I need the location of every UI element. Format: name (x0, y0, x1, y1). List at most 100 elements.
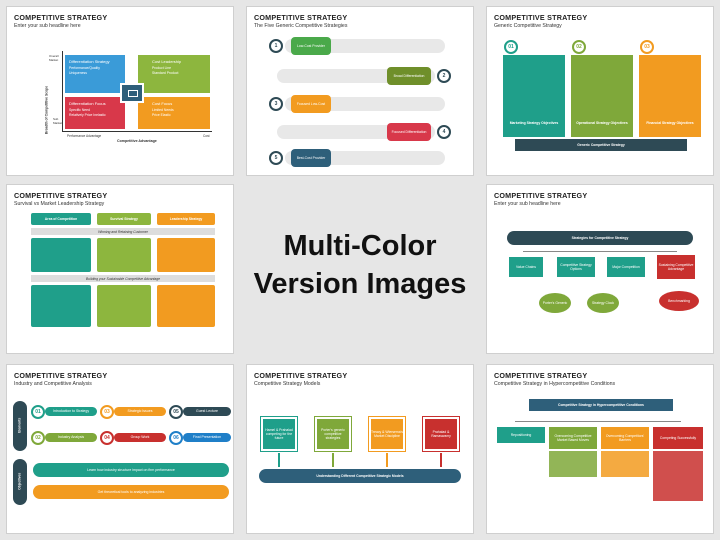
block-a1 (31, 238, 91, 272)
hyper-col-1: Repositioning (497, 427, 545, 443)
item-06-label: Final Presentation (183, 433, 231, 442)
tree-root: Strategies for Competitive Strategy (507, 231, 693, 245)
side-tab-objectives: Objectives (13, 459, 27, 505)
item-05-badge: 05 (169, 405, 183, 419)
item-02-label: Industry Analysis (45, 433, 97, 442)
column-2 (571, 55, 633, 137)
side-tab-elements: Elements (13, 401, 27, 451)
hyper-col-2-body (549, 451, 597, 477)
slide-8-thumbnail[interactable]: COMPETITIVE STRATEGY Competitive Strateg… (486, 364, 714, 534)
slide-1-thumbnail[interactable]: COMPETITIVE STRATEGY Enter your sub head… (6, 6, 234, 176)
slide-5-thumbnail[interactable]: COMPETITIVE STRATEGY Enter your sub head… (486, 184, 714, 354)
hyper-col-3: Overcoming Competitors' Barriers (601, 427, 649, 449)
item-02-badge: 02 (31, 431, 45, 445)
block-c1 (157, 238, 215, 272)
step-5-badge: 5 (269, 151, 283, 165)
tree-node-sustaining: Sustaining Competitive Advantage (657, 255, 695, 279)
slide-title: COMPETITIVE STRATEGY (494, 371, 588, 380)
slide-3-thumbnail[interactable]: COMPETITIVE STRATEGY Generic Competitive… (486, 6, 714, 176)
block-b2 (97, 285, 151, 327)
item-03-label: Strategic Issues (114, 407, 166, 416)
hyper-col-4: Competing Successfully (653, 427, 703, 449)
slide-subtitle: Enter your sub headline here (14, 23, 81, 29)
column-3 (639, 55, 701, 137)
step-1-badge: 1 (269, 39, 283, 53)
block-b1 (97, 238, 151, 272)
model-box-3: Treacy & Wiersema's Market Discipline (369, 417, 405, 451)
tree-node-major-competition: Major Competition (607, 257, 645, 277)
column-1 (503, 55, 565, 137)
x-left-label: Performance Advantage (67, 134, 102, 138)
row-2-label: Broad Differentiation (387, 67, 431, 85)
slide-2-thumbnail[interactable]: COMPETITIVE STRATEGY The Five Generic Co… (246, 6, 474, 176)
row-3-label: Focused Low-Cost (291, 95, 331, 113)
slide-4-thumbnail[interactable]: COMPETITIVE STRATEGY Survival vs Market … (6, 184, 234, 354)
quadrant-cost-leadership: Cost Leadership Product Line Standard Pr… (138, 55, 210, 93)
slide-title: COMPETITIVE STRATEGY (14, 191, 108, 200)
head-leadership: Leadership Strategy (157, 213, 215, 225)
tree-node-benchmarking: Benchmarking (659, 291, 699, 311)
slide-7-thumbnail[interactable]: COMPETITIVE STRATEGY Competitive Strateg… (246, 364, 474, 534)
models-base-bar: Understanding Different Competitive Stra… (259, 469, 461, 483)
column-2-footer: Operational Strategy Objectives (576, 121, 628, 125)
item-01-label: Introduction to Strategy (45, 407, 97, 416)
slide-subtitle: The Five Generic Competitive Strategies (254, 23, 348, 29)
step-2-badge: 2 (437, 69, 451, 83)
slide-subtitle: Generic Competitive Strategy (494, 23, 562, 29)
y-bottom-label: Sub Market (53, 117, 63, 126)
row-1-label: Low-Cost Provider (291, 37, 331, 55)
band-2: Building your Sustainable Competitive Ad… (31, 275, 215, 282)
center-heading-line-2: Version Images (253, 267, 467, 300)
column-1-badge: 01 (504, 40, 518, 54)
block-c2 (157, 285, 215, 327)
column-3-badge: 03 (640, 40, 654, 54)
item-03-badge: 03 (100, 405, 114, 419)
tree-node-options: Competitive Strategy Options (557, 257, 595, 277)
model-box-1: Hamel & Prahalad competing for the futur… (261, 417, 297, 451)
column-3-footer: Financial Strategy Objectives (646, 121, 694, 125)
slide-title: COMPETITIVE STRATEGY (494, 13, 588, 22)
slide-title: COMPETITIVE STRATEGY (14, 371, 108, 380)
slide-title: COMPETITIVE STRATEGY (14, 13, 108, 22)
y-top-label: Overall Market (49, 54, 59, 63)
slide-subtitle: Enter your sub headline here (494, 201, 561, 207)
center-heading: Multi-Color Version Images (246, 228, 474, 303)
item-06-badge: 06 (169, 431, 183, 445)
quadrant-differentiation: Differentiation Strategy Performance/Qua… (65, 55, 125, 93)
slide-subtitle: Survival vs Market Leadership Strategy (14, 201, 105, 207)
x-right-label: Cost (203, 134, 210, 138)
slide-title: COMPETITIVE STRATEGY (494, 191, 588, 200)
tree-node-porters-generic: Porter's Generic (539, 293, 571, 313)
hyper-top-bar: Competitive Strategy in Hypercompetitive… (529, 399, 673, 411)
row-5-label: Best-Cost Provider (291, 149, 331, 167)
item-04-badge: 04 (100, 431, 114, 445)
head-area: Area of Competition (31, 213, 91, 225)
head-survival: Survival Strategy (97, 213, 151, 225)
model-box-2: Porter's generic competitive strategies (315, 417, 351, 451)
quadrant-cost-focus: Cost Focus Limited Needs Price Elastic (138, 97, 210, 129)
center-heading-line-1: Multi-Color (283, 230, 437, 262)
hyper-col-2: Overcoming Competitive Market Based Move… (549, 427, 597, 449)
column-1-footer: Marketing Strategy Objectives (509, 121, 559, 125)
objective-1: Learn how industry structure impact on f… (33, 463, 229, 477)
band-1: Winning and Retaining Customer (31, 228, 215, 235)
item-04-label: Group Work (114, 433, 166, 442)
item-01-badge: 01 (31, 405, 45, 419)
model-box-4: Prahalad & Ramaswamy (423, 417, 459, 451)
tree-node-strategy-clock: Strategy Clock (587, 293, 619, 313)
column-2-badge: 02 (572, 40, 586, 54)
tree-node-value-chains: Value Chains (509, 257, 543, 277)
row-4-label: Focused Differentiation (387, 123, 431, 141)
step-4-badge: 4 (437, 125, 451, 139)
x-axis-label: Competitive Advantage (117, 139, 157, 143)
block-a2 (31, 285, 91, 327)
hyper-col-4-body (653, 451, 703, 501)
center-user-icon (120, 83, 144, 103)
slide-title: COMPETITIVE STRATEGY (254, 13, 348, 22)
hyper-col-3-body (601, 451, 649, 477)
item-05-label: Guest Lecture (183, 407, 231, 416)
slide-subtitle: Competitive Strategy in Hypercompetitive… (494, 381, 616, 387)
slide-subtitle: Industry and Competitive Analysis (14, 381, 92, 387)
slide-6-thumbnail[interactable]: COMPETITIVE STRATEGY Industry and Compet… (6, 364, 234, 534)
quadrant-differentiation-focus: Differentiation Focus Specific Need Rela… (65, 97, 125, 129)
